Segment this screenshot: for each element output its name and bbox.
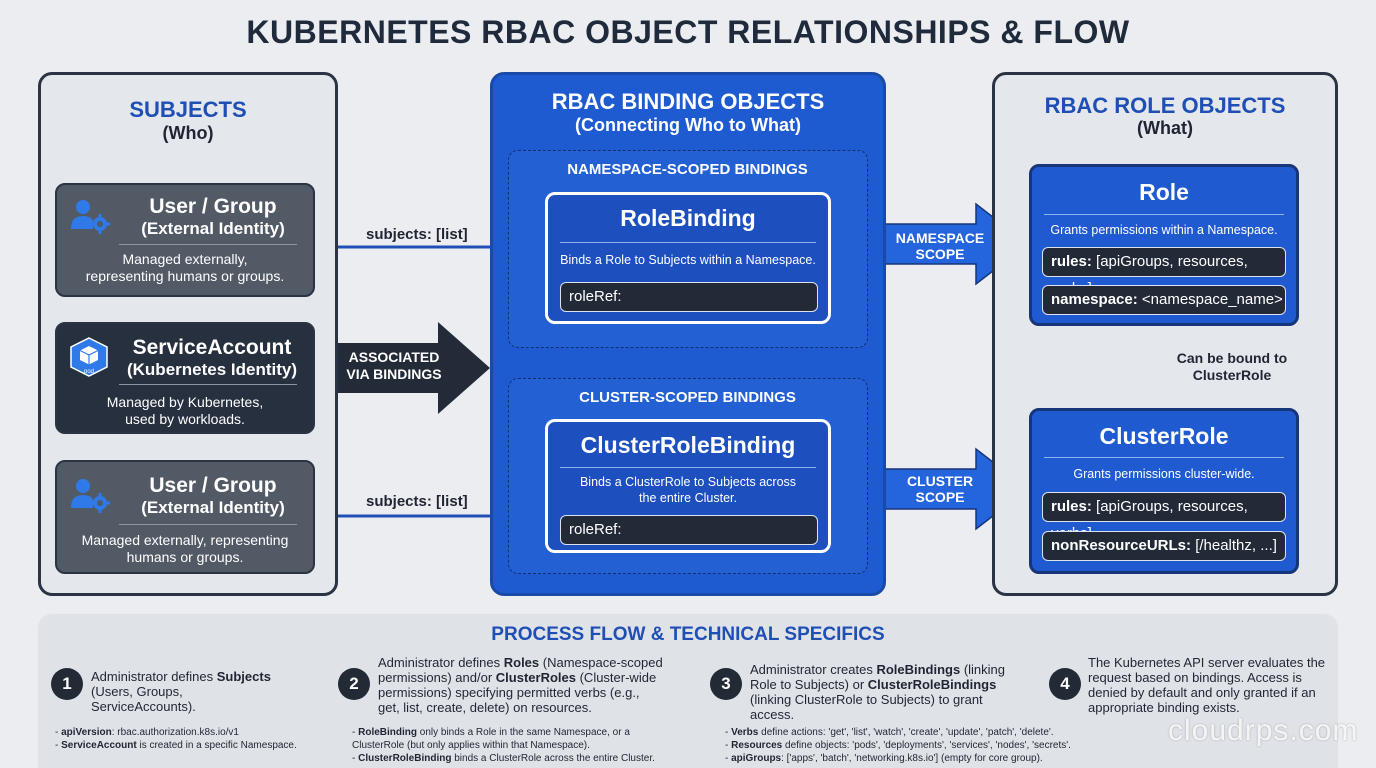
clusterrolebinding-roleref-field: roleRef: [560,515,818,545]
step-text-1: Administrator defines Subjects(Users, Gr… [91,669,271,714]
role-panel-heading: RBAC ROLE OBJECTS [1044,93,1286,118]
clusterrole-title: ClusterRole [1099,423,1229,449]
clusterrole-desc: Grants permissions cluster-wide. [1073,467,1255,481]
card-title: User / Group [149,474,277,497]
field-value: <namespace_name> [1137,291,1283,308]
notes-column-3: - Verbs define actions: 'get', 'list', '… [725,727,1071,764]
role-divider [1044,214,1284,215]
step-text-3: Administrator creates RoleBindings (link… [750,662,1006,722]
role-card[interactable]: Role Grants permissions within a Namespa… [1029,164,1299,326]
card-subtitle: (Kubernetes Identity) [126,360,298,379]
binding-heading: RBAC BINDING OBJECTS [551,89,825,114]
role-namespace-field: namespace: <namespace_name> [1042,285,1286,315]
associated-arrow [316,322,490,414]
field-key: nonResourceURLs: [1051,537,1192,554]
clusterrole-divider [1044,457,1284,458]
field-value: [/healthz, ...] [1191,537,1277,554]
clusterrolebinding-desc-line1: Binds a ClusterRole to Subjects across [579,475,797,489]
rolebinding-card[interactable]: RoleBinding Binds a Role to Subjects wit… [545,192,831,324]
bound-note-line2: ClusterRole [1192,367,1272,383]
clusterrole-rules-field: rules: [apiGroups, resources, verbs] [1042,492,1286,542]
card-title: ServiceAccount [132,336,292,359]
card-divider [119,524,297,525]
clusterrolebinding-desc-line2: the entire Cluster. [639,491,737,505]
role-panel-subheading: (What) [1137,118,1193,138]
rolebinding-desc: Binds a Role to Subjects within a Namesp… [560,253,816,267]
clusterrole-card[interactable]: ClusterRole Grants permissions cluster-w… [1029,408,1299,574]
namespace-scope-line1: NAMESPACE [895,230,985,246]
subject-card-user-group-2[interactable]: User / Group (External Identity) Managed… [55,460,315,574]
cluster-scope-line1: CLUSTER [906,473,974,489]
role-title: Role [1139,179,1189,205]
associated-label-line1: ASSOCIATED [348,349,440,365]
card-desc-line1: Managed externally, representing [81,532,289,548]
step-number-4: 4 [1049,668,1081,700]
page-title: KUBERNETES RBAC OBJECT RELATIONSHIPS & F… [246,14,1130,50]
card-desc-line2: humans or groups. [126,549,244,565]
card-desc-line1: Managed by Kubernetes, [106,394,264,410]
subject-card-user-group-1[interactable]: User / Group (External Identity) Managed… [55,183,315,297]
namespace-scope-line2: SCOPE [915,246,965,262]
card-desc-line2: used by workloads. [125,411,245,427]
subjects-list-label-top: subjects: [list] [366,226,468,243]
process-flow-section: PROCESS FLOW & TECHNICAL SPECIFICS [38,614,1338,768]
user-gear-icon [71,200,110,234]
process-heading: PROCESS FLOW & TECHNICAL SPECIFICS [491,624,885,645]
card-subtitle: (External Identity) [141,219,285,238]
notes-column-1: - apiVersion: rbac.authorization.k8s.io/… [55,727,297,751]
subjects-list-label-bottom: subjects: [list] [366,493,468,510]
pod-label: pod [84,369,94,375]
notes-column-2: - RoleBinding only binds a Role in the s… [352,727,655,764]
rolebinding-divider [560,242,816,243]
clusterrolebinding-title: ClusterRoleBinding [580,432,796,458]
role-desc: Grants permissions within a Namespace. [1050,223,1278,237]
step-number-2: 2 [338,668,370,700]
clusterrolebinding-card[interactable]: ClusterRoleBinding Binds a ClusterRole t… [545,419,831,553]
rolebinding-title: RoleBinding [620,205,756,231]
rolebinding-roleref-field: roleRef: [560,282,818,312]
step-number-3: 3 [710,668,742,700]
associated-label-line2: VIA BINDINGS [346,366,442,382]
pod-cube-icon: pod [70,337,108,377]
namespace-group-label: NAMESPACE-SCOPED BINDINGS [567,161,808,178]
card-divider [119,384,297,385]
subject-card-serviceaccount[interactable]: pod ServiceAccount (Kubernetes Identity)… [55,322,315,434]
clusterrole-nonresource-field: nonResourceURLs: [/healthz, ...] [1042,531,1286,561]
clusterrolebinding-divider [560,467,816,468]
subjects-heading: SUBJECTS [129,97,247,122]
step-text-2: Administrator defines Roles (Namespace-s… [378,655,663,715]
field-key: rules: [1051,498,1092,515]
user-gear-icon [71,479,110,513]
subjects-subheading: (Who) [162,123,214,143]
card-title: User / Group [149,195,277,218]
binding-subheading: (Connecting Who to What) [575,115,801,135]
card-desc-line2: representing humans or groups. [85,268,285,284]
bound-note-line1: Can be bound to [1176,350,1288,366]
step-number-1: 1 [51,668,83,700]
cluster-group-label: CLUSTER-SCOPED BINDINGS [579,389,796,406]
watermark: cloudrps.com [1168,714,1359,747]
card-subtitle: (External Identity) [141,498,285,517]
card-divider [119,244,297,245]
card-desc-line1: Managed externally, [122,251,248,267]
field-key: rules: [1051,253,1092,270]
role-rules-field: rules: [apiGroups, resources, verbs] [1042,247,1286,297]
field-key: namespace: [1051,291,1138,308]
cluster-scope-line2: SCOPE [915,489,965,505]
